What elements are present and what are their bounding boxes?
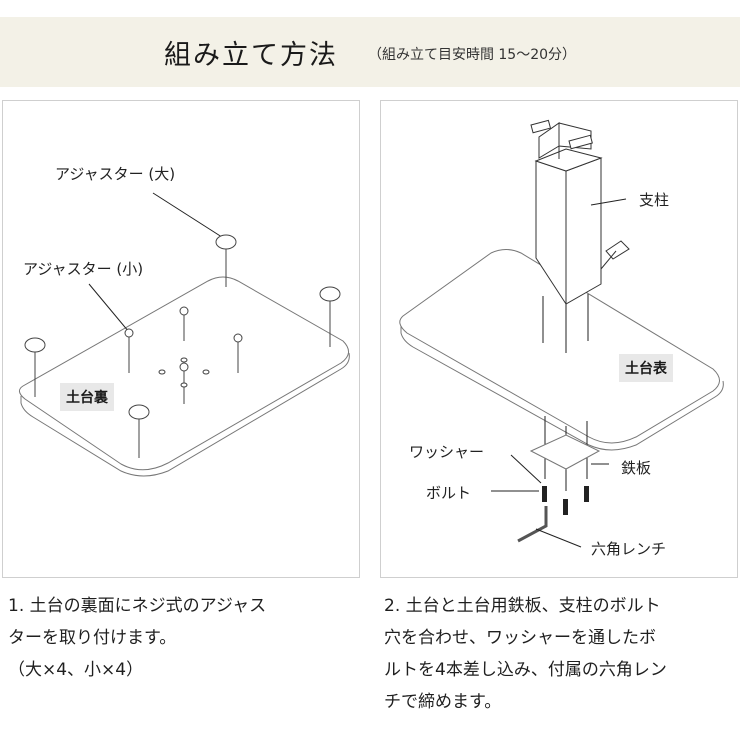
step2-line: 穴を合わせ、ワッシャーを通したボ (384, 628, 656, 648)
header-banner: 組み立て方法 （組み立て目安時間 15〜20分） (0, 17, 740, 87)
step2-line: 2. 土台と土台用鉄板、支柱のボルト (384, 596, 661, 616)
step2-instructions: 2. 土台と土台用鉄板、支柱のボルト 穴を合わせ、ワッシャーを通したボ ルトを4… (384, 590, 734, 718)
step2-line: ルトを4本差し込み、付属の六角レン (384, 660, 667, 680)
base-underside-diagram (19, 192, 350, 477)
page-title: 組み立て方法 (163, 39, 338, 71)
step2-illustration: 支柱 土台表 ワッシャー 鉄板 ボルト 六角レンチ (380, 100, 738, 578)
step1-line: ターを取り付けます。 (8, 628, 177, 648)
step2-line: チで締めます。 (384, 692, 502, 712)
label-adjuster-large: アジャスター (大) (55, 165, 176, 183)
label-adjuster-small: アジャスター (小) (23, 260, 144, 278)
label-hex-wrench: 六角レンチ (591, 540, 667, 558)
label-base-front: 土台表 (619, 354, 673, 382)
assembly-time-note: （組み立て目安時間 15〜20分） (367, 47, 577, 63)
step1-line: 1. 土台の裏面にネジ式のアジャス (8, 596, 267, 616)
label-pillar: 支柱 (639, 191, 670, 209)
label-washer: ワッシャー (409, 443, 485, 461)
label-steel-plate: 鉄板 (621, 459, 652, 477)
pillar-assembly-diagram (399, 119, 724, 548)
label-base-back: 土台裏 (60, 383, 114, 411)
step1-instructions: 1. 土台の裏面にネジ式のアジャス ターを取り付けます。 （大×4、小×4） (8, 590, 348, 686)
step1-illustration: アジャスター (大) アジャスター (小) 土台裏 (2, 100, 360, 578)
label-bolt: ボルト (426, 484, 472, 502)
step1-line: （大×4、小×4） (8, 660, 144, 680)
